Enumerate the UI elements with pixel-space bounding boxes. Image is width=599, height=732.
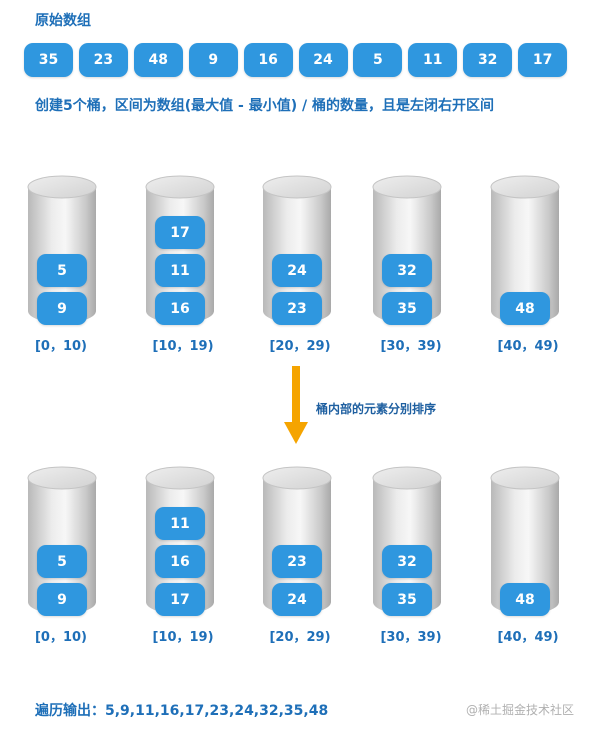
output-label: 遍历输出： (35, 703, 105, 719)
output-values: 5,9,11,16,17,23,24,32,35,48 (105, 703, 329, 719)
bucket (490, 466, 560, 616)
array-item: 5 (353, 43, 403, 77)
bucket-item: 24 (272, 583, 322, 616)
sort-note: 桶内部的元素分别排序 (316, 402, 437, 416)
bucket-item: 23 (272, 545, 322, 578)
bucket-range-label: [10，19) (152, 339, 214, 354)
original-array-heading: 原始数组 (35, 13, 91, 29)
array-item: 11 (408, 43, 458, 77)
bucket-item: 9 (37, 292, 87, 325)
bucket-range-label: [0，10) (34, 630, 88, 645)
bucket-item: 11 (155, 254, 205, 287)
bucket-item: 5 (37, 254, 87, 287)
array-item: 9 (188, 43, 238, 77)
array-item: 35 (24, 43, 73, 77)
bucket-item: 48 (500, 583, 550, 616)
bucket-range-label: [0，10) (34, 339, 88, 354)
bucket-range-label: [20，29) (269, 630, 331, 645)
bucket-item: 5 (37, 545, 87, 578)
bucket-range-label: [30，39) (380, 339, 442, 354)
watermark: @稀土掘金技术社区 (466, 703, 575, 717)
bucket-range-label: [40，49) (497, 630, 559, 645)
bucket-item: 24 (272, 254, 322, 287)
bucket-item: 32 (382, 545, 432, 578)
bucket-item: 16 (155, 292, 205, 325)
down-arrow-icon (284, 366, 308, 446)
bucket-range-label: [30，39) (380, 630, 442, 645)
array-item: 23 (78, 43, 128, 77)
bucket-item: 32 (382, 254, 432, 287)
output-line: 遍历输出：5,9,11,16,17,23,24,32,35,48 (35, 700, 328, 720)
bucket (490, 175, 560, 325)
bucket-range-label: [40，49) (497, 339, 559, 354)
bucket-item: 16 (155, 545, 205, 578)
array-item: 48 (133, 43, 183, 77)
bucket-item: 48 (500, 292, 550, 325)
array-item: 16 (243, 43, 293, 77)
bucket-item: 9 (37, 583, 87, 616)
bucket-range-label: [20，29) (269, 339, 331, 354)
bucket-item: 23 (272, 292, 322, 325)
bucket-description: 创建5个桶，区间为数组(最大值 - 最小值) / 桶的数量，且是左闭右开区间 (35, 98, 494, 114)
bucket-item: 11 (155, 507, 205, 540)
bucket-item: 17 (155, 583, 205, 616)
array-item: 32 (463, 43, 513, 77)
bucket-item: 35 (382, 583, 432, 616)
bucket-item: 17 (155, 216, 205, 249)
bucket-range-label: [10，19) (152, 630, 214, 645)
array-item: 17 (518, 43, 568, 77)
array-item: 24 (298, 43, 348, 77)
bucket-item: 35 (382, 292, 432, 325)
